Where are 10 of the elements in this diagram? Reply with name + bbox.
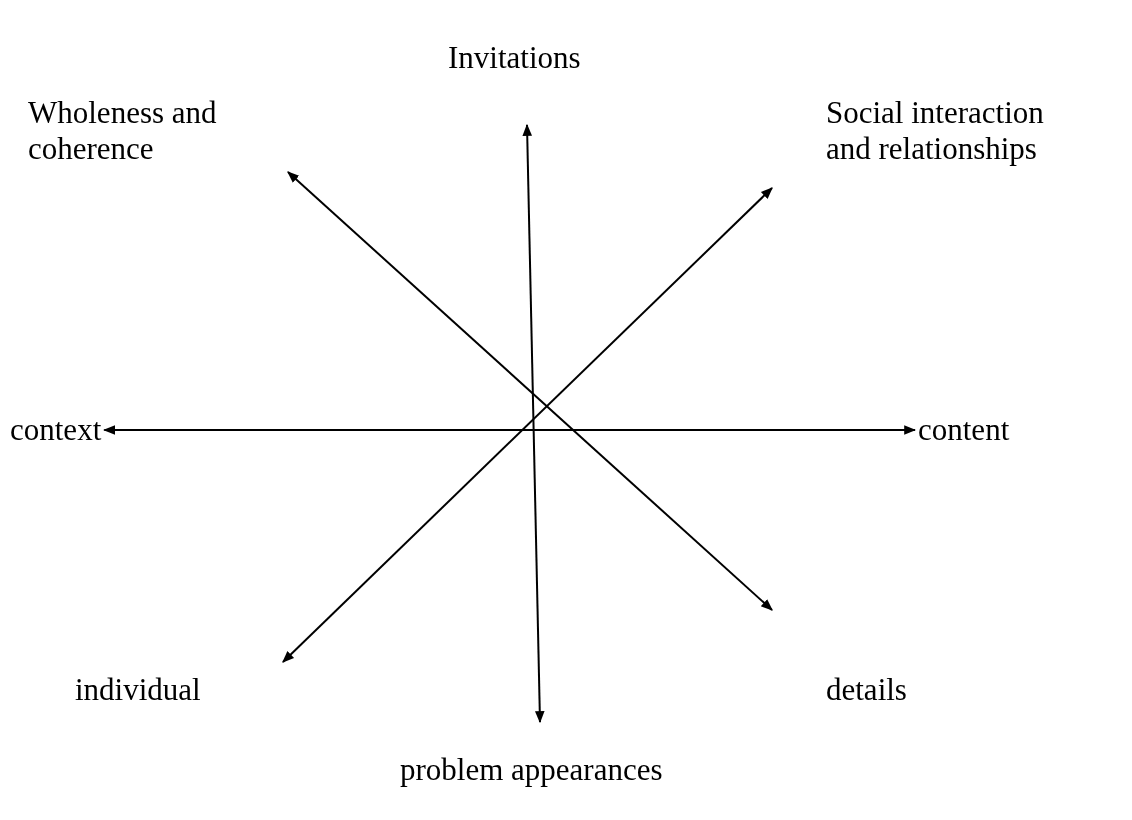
axis-label: Invitations [448, 40, 581, 76]
axis-label: Wholeness and coherence [28, 95, 288, 167]
axis-label: problem appearances [400, 752, 663, 788]
axis-label: individual [75, 672, 201, 708]
axis-label: Social interaction and relationships [826, 95, 1088, 167]
double-arrow [522, 123, 545, 724]
axis-label: content [918, 412, 1010, 448]
double-arrow [103, 425, 917, 435]
axis-label: context [10, 412, 102, 448]
axis-label: details [826, 672, 907, 708]
